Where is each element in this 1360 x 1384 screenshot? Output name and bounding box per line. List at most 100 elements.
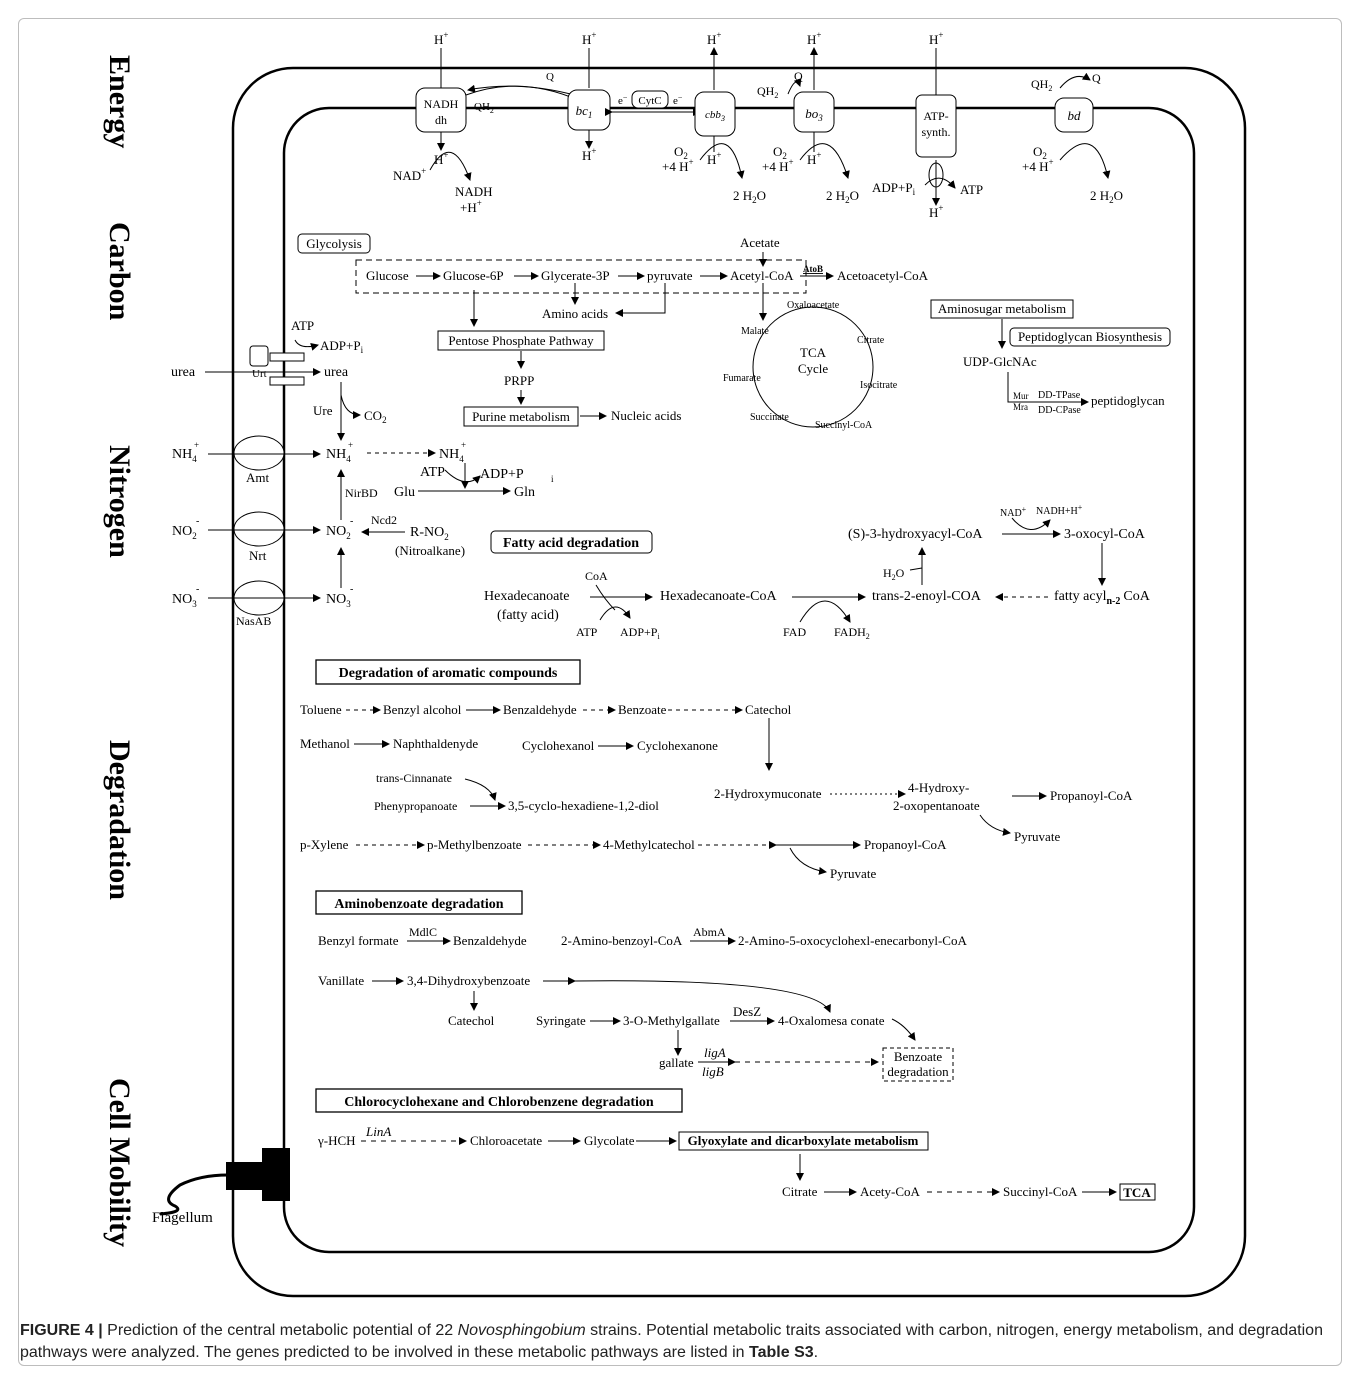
- svg-text:Propanoyl-CoA: Propanoyl-CoA: [864, 837, 947, 852]
- svg-text:degradation: degradation: [887, 1064, 949, 1079]
- svg-text:Malate: Malate: [741, 326, 769, 337]
- section-title-cell-mobility: Cell Mobility: [103, 1078, 136, 1247]
- svg-text:Citrate: Citrate: [782, 1184, 818, 1199]
- svg-text:Succinyl-CoA: Succinyl-CoA: [1003, 1184, 1078, 1199]
- svg-text:AbmA: AbmA: [693, 925, 726, 939]
- svg-text:Acetate: Acetate: [740, 235, 780, 250]
- svg-text:Q: Q: [546, 71, 554, 83]
- svg-text:Aminobenzoate degradation: Aminobenzoate degradation: [334, 897, 503, 912]
- svg-text:R-NO2: R-NO2: [410, 525, 449, 542]
- svg-text:Q: Q: [794, 69, 803, 83]
- outer-membrane: [231, 66, 1247, 1298]
- caption-text-2: strains. Potential metabolic traits asso…: [20, 1322, 1323, 1361]
- aminobenzoate-section: Aminobenzoate degradation Benzyl formate…: [315, 890, 967, 1082]
- svg-text:gallate: gallate: [659, 1055, 694, 1070]
- svg-text:ADP+Pi: ADP+Pi: [872, 180, 916, 197]
- svg-text:+H+: +H+: [460, 198, 482, 215]
- svg-text:urea: urea: [324, 365, 349, 380]
- svg-text:Peptidoglycan Biosynthesis: Peptidoglycan Biosynthesis: [1018, 329, 1162, 344]
- svg-text:H+: H+: [434, 30, 448, 47]
- svg-text:Ure: Ure: [313, 403, 333, 418]
- svg-text:ATP: ATP: [291, 318, 314, 333]
- svg-text:bc1: bc1: [576, 103, 593, 120]
- svg-text:ATP-: ATP-: [923, 109, 948, 123]
- svg-text:Propanoyl-CoA: Propanoyl-CoA: [1050, 788, 1133, 803]
- svg-text:TCA: TCA: [1123, 1185, 1151, 1200]
- svg-text:(fatty acid): (fatty acid): [497, 608, 559, 623]
- svg-text:3-O-Methylgallate: 3-O-Methylgallate: [623, 1013, 720, 1028]
- energy-complexes: H+ NADH dh QH2 Q H+ NAD+ NADH +H+ H+ bc1…: [393, 30, 1123, 220]
- svg-text:H+: H+: [807, 150, 821, 167]
- glycolysis-label-box: [297, 233, 371, 254]
- svg-text:Succinate: Succinate: [750, 412, 789, 423]
- svg-text:+: +: [461, 440, 466, 450]
- svg-text:NO2: NO2: [326, 524, 351, 541]
- svg-text:Cyclohexanol: Cyclohexanol: [522, 738, 595, 753]
- svg-text:Benzyl formate: Benzyl formate: [318, 933, 399, 948]
- chloro-section: Chlorocyclohexane and Chlorobenzene degr…: [315, 1088, 1156, 1201]
- svg-text:Succinyl-CoA: Succinyl-CoA: [815, 420, 873, 431]
- svg-text:Vanillate: Vanillate: [318, 973, 364, 988]
- svg-text:NADH: NADH: [455, 184, 493, 199]
- svg-text:Benzyl alcohol: Benzyl alcohol: [383, 702, 462, 717]
- svg-text:Benzoate: Benzoate: [618, 702, 667, 717]
- metabolic-diagram: Energy Carbon Nitrogen Degradation Cell …: [103, 30, 1247, 1298]
- glucose-6p: Glucose-6P: [443, 268, 504, 283]
- svg-text:LinA: LinA: [365, 1124, 391, 1139]
- svg-text:Q: Q: [1092, 71, 1101, 85]
- svg-text:Glyoxylate and dicarboxylate m: Glyoxylate and dicarboxylate metabolism: [688, 1133, 919, 1148]
- svg-text:Catechol: Catechol: [448, 1013, 495, 1028]
- svg-text:NADH+H+: NADH+H+: [1036, 503, 1083, 517]
- svg-text:QH2: QH2: [757, 84, 778, 100]
- svg-text:4-Methylcatechol: 4-Methylcatechol: [603, 837, 695, 852]
- figure-caption: FIGURE 4 | Prediction of the central met…: [20, 1320, 1330, 1364]
- svg-text:Fumarate: Fumarate: [723, 373, 761, 384]
- svg-text:-: -: [196, 516, 199, 527]
- svg-text:Benzoate: Benzoate: [894, 1049, 943, 1064]
- svg-text:H+: H+: [434, 150, 448, 167]
- svg-text:γ-HCH: γ-HCH: [317, 1133, 356, 1148]
- svg-text:(Nitroalkane): (Nitroalkane): [395, 543, 465, 558]
- svg-text:ADP+P: ADP+P: [480, 467, 524, 482]
- svg-text:NH4: NH4: [439, 447, 464, 464]
- section-title-carbon: Carbon: [103, 222, 136, 321]
- svg-text:CoA: CoA: [585, 569, 608, 583]
- svg-text:NirBD: NirBD: [345, 486, 378, 500]
- svg-text:DD-TPase: DD-TPase: [1038, 390, 1081, 401]
- svg-text:Ncd2: Ncd2: [371, 513, 397, 527]
- svg-text:Methanol: Methanol: [300, 736, 350, 751]
- svg-text:p-Methylbenzoate: p-Methylbenzoate: [427, 837, 522, 852]
- atp-synthase: [915, 94, 957, 158]
- svg-text:2 H2O: 2 H2O: [733, 188, 766, 205]
- svg-text:Chlorocyclohexane and Chlorobe: Chlorocyclohexane and Chlorobenzene degr…: [344, 1095, 654, 1110]
- nrt-transporter: [233, 511, 285, 547]
- svg-text:e−: e−: [673, 93, 683, 107]
- caption-figure-number: FIGURE 4 |: [20, 1322, 108, 1339]
- svg-text:Fatty acid degradation: Fatty acid degradation: [503, 536, 639, 551]
- cytc-box: [631, 90, 669, 109]
- acetyl-coa: Acetyl-CoA: [730, 268, 794, 283]
- svg-text:3,5-cyclo-hexadiene-1,2-diol: 3,5-cyclo-hexadiene-1,2-diol: [508, 798, 659, 813]
- flagellum: Flagellum: [152, 1148, 290, 1226]
- svg-text:O2: O2: [1033, 144, 1047, 161]
- svg-text:NADH: NADH: [424, 97, 459, 111]
- carbon-section: Glycolysis Glucose Glucose-6P Glycerate-…: [171, 233, 1171, 441]
- fatty-acid-section: Fatty acid degradation Hexadecanoate (fa…: [484, 503, 1151, 641]
- svg-text:2-Hydroxymuconate: 2-Hydroxymuconate: [714, 786, 822, 801]
- svg-text:Catechol: Catechol: [745, 702, 792, 717]
- inner-membrane: [282, 106, 1196, 1254]
- svg-text:DD-CPase: DD-CPase: [1038, 405, 1081, 416]
- svg-text:cbb3: cbb3: [705, 109, 725, 123]
- svg-text:-: -: [350, 516, 353, 527]
- svg-text:+4 H+: +4 H+: [662, 157, 694, 174]
- svg-text:TCA: TCA: [800, 345, 827, 360]
- caption-text-1: Prediction of the central metabolic pote…: [107, 1322, 458, 1339]
- svg-text:i: i: [551, 474, 554, 484]
- svg-text:dh: dh: [435, 113, 447, 127]
- caption-table-link[interactable]: Table S3: [749, 1344, 814, 1361]
- svg-text:H+: H+: [707, 30, 721, 47]
- svg-text:PRPP: PRPP: [504, 373, 534, 388]
- svg-text:NAD+: NAD+: [393, 166, 426, 183]
- svg-text:ATP: ATP: [960, 182, 983, 197]
- svg-text:-: -: [196, 584, 199, 595]
